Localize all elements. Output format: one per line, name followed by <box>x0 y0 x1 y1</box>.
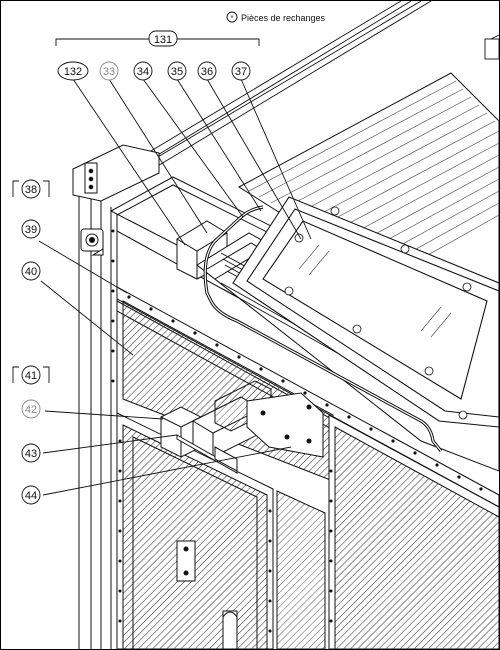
callout-33: 33 <box>103 66 115 78</box>
legend: * Pièces de rechanges <box>226 11 326 23</box>
callout-bubble-38 <box>21 179 41 199</box>
armature-plate <box>246 392 324 458</box>
callout-bubble-36 <box>197 61 217 81</box>
callout-bubble-34 <box>133 61 153 81</box>
callout-bubble-43 <box>21 443 41 463</box>
middle-rail-screws <box>127 295 483 491</box>
door-latch-plate <box>176 540 238 649</box>
door-rim-screws <box>111 229 333 633</box>
callout-37: 37 <box>235 66 247 78</box>
legend-text: Pièces de rechanges <box>241 13 326 23</box>
lower-left-door <box>116 412 274 649</box>
callout-131: 131 <box>154 34 172 46</box>
lower-middle-door <box>276 490 326 649</box>
power-cable-core <box>204 206 442 452</box>
callout-36: 36 <box>201 66 213 78</box>
callout-39: 39 <box>25 224 37 236</box>
leader-lines <box>38 78 312 496</box>
callout-41: 41 <box>25 370 37 382</box>
callout-43: 43 <box>25 448 37 460</box>
glass-reflection-lines <box>298 244 452 338</box>
callout-bubble-42 <box>21 399 41 419</box>
callout-38: 38 <box>25 184 37 196</box>
magnetic-lock-assembly <box>160 380 272 474</box>
callout-34: 34 <box>137 66 149 78</box>
right-edge-rail <box>484 34 499 60</box>
callout-42: 42 <box>25 404 37 416</box>
callout-bubble-39 <box>21 219 41 239</box>
callout-bubble-37 <box>231 61 251 81</box>
callout-132: 132 <box>64 66 82 78</box>
legend-symbol: * <box>231 15 234 22</box>
callout-circles <box>21 61 251 505</box>
callout-bubble-132 <box>57 61 89 81</box>
callout-bubble-35 <box>167 61 187 81</box>
callout-bubble-40 <box>21 261 41 281</box>
left-post-bracket <box>72 144 160 256</box>
callout-40: 40 <box>25 266 37 278</box>
callout-44: 44 <box>25 490 37 502</box>
callout-bubble-41 <box>21 365 41 385</box>
group-bracket-131 <box>55 30 260 47</box>
callout-brackets <box>12 180 50 383</box>
callout-35: 35 <box>171 66 183 78</box>
lower-right-door <box>328 414 499 649</box>
callout-bubble-44 <box>21 485 41 505</box>
callout-bubble-33 <box>99 61 119 81</box>
spare-part-symbol <box>226 11 238 23</box>
glass-panel-screws <box>284 206 472 420</box>
